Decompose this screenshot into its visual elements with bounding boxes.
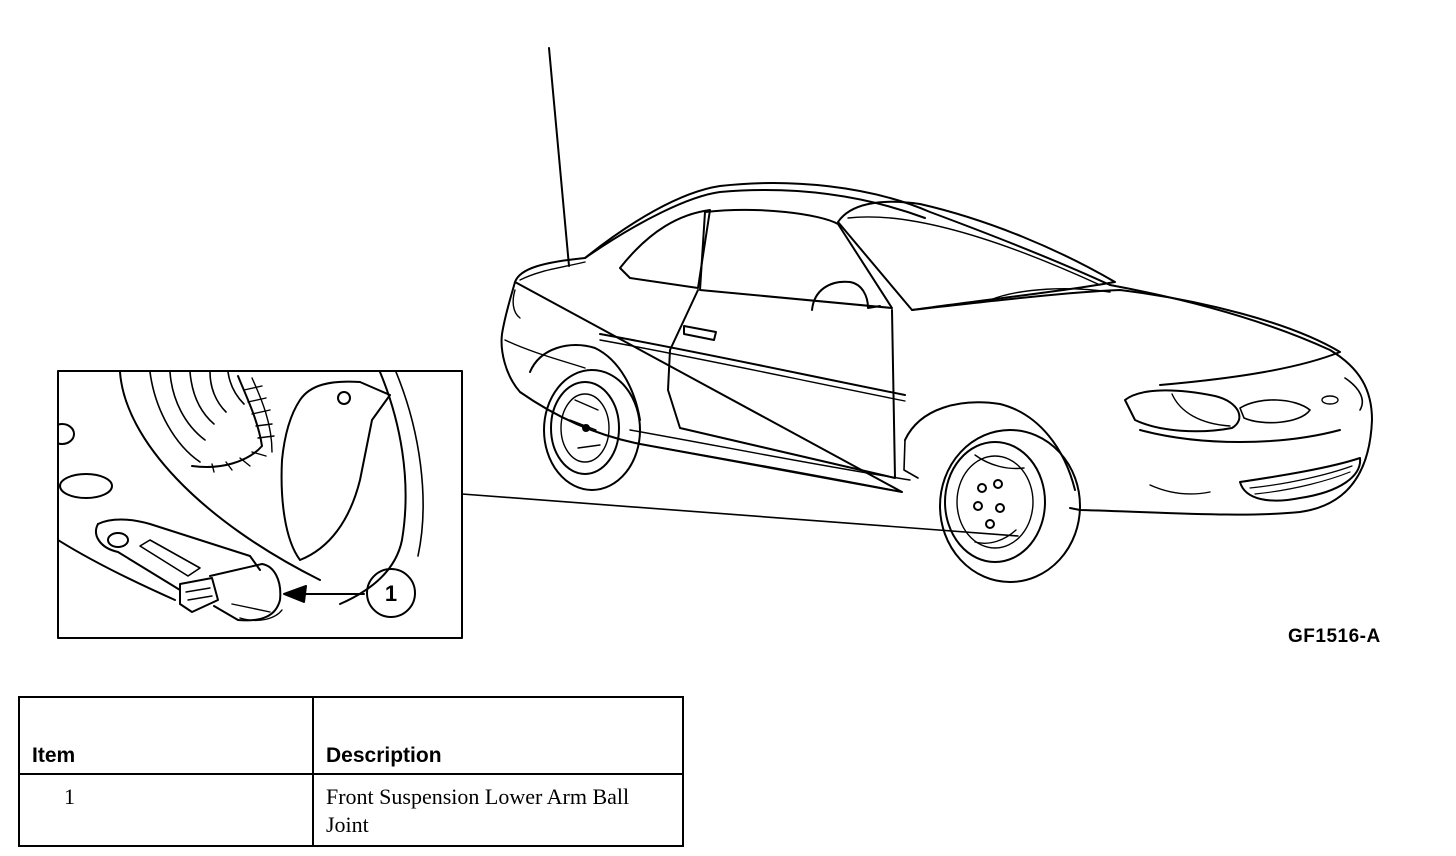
door-handle bbox=[683, 325, 717, 341]
side-mirror bbox=[811, 280, 881, 311]
callout-number: 1 bbox=[385, 581, 397, 606]
legend-header-row: Item Description bbox=[18, 696, 684, 775]
headlamp bbox=[1124, 389, 1241, 433]
detail-leader-line bbox=[461, 493, 1019, 537]
detail-inset-artwork bbox=[59, 372, 424, 622]
callout-arrowhead bbox=[283, 585, 307, 603]
car-body-outline bbox=[500, 182, 1373, 516]
figure-id: GF1516-A bbox=[1288, 626, 1381, 647]
side-moulding bbox=[599, 333, 906, 396]
door-outline bbox=[667, 289, 896, 479]
hood bbox=[911, 289, 1341, 386]
legend-header-description: Description bbox=[312, 696, 684, 775]
callout-circle bbox=[366, 568, 416, 618]
front-side-window bbox=[699, 208, 893, 309]
legend-header-item: Item bbox=[18, 696, 314, 775]
antenna bbox=[548, 47, 570, 267]
legend-table: Item Description 1 Front Suspension Lowe… bbox=[18, 696, 684, 847]
roof-line bbox=[584, 189, 926, 259]
legend-item-description: Front Suspension Lower Arm Ball Joint bbox=[312, 773, 684, 847]
rear-side-window bbox=[619, 209, 711, 289]
detail-inset-frame bbox=[57, 370, 463, 639]
rear-wheel bbox=[529, 344, 641, 491]
car-illustration bbox=[500, 47, 1373, 583]
front-wheel bbox=[903, 401, 1081, 583]
legend-item-number: 1 bbox=[18, 773, 314, 847]
table-row: 1 Front Suspension Lower Arm Ball Joint bbox=[18, 773, 684, 847]
front-bumper bbox=[1139, 429, 1341, 443]
